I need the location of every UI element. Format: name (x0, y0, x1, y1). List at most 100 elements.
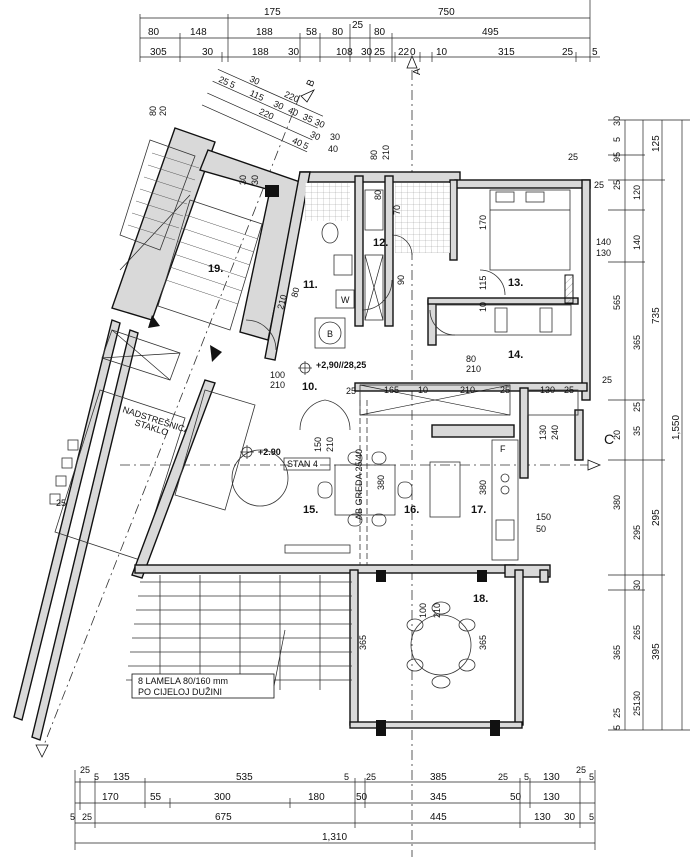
dim-bottom-total: 1,310 (322, 832, 347, 843)
dim-diag: 30 (313, 117, 326, 130)
dim-inner: 210 (270, 380, 285, 390)
dim-bottom: 30 (564, 812, 576, 823)
room-17: 17. (471, 504, 486, 516)
dim-row4: 22 (398, 47, 410, 58)
axis-a-label: A (412, 68, 423, 75)
dim-right-outer: 1,550 (671, 415, 682, 440)
dim-row3: 188 (256, 27, 273, 38)
dim-inner: 90 (396, 275, 406, 285)
dim-inner: 365 (478, 635, 488, 650)
room-16: 16. (404, 504, 419, 516)
dim-misc: 25 (568, 152, 578, 162)
room-12: 12. (373, 237, 388, 249)
dim-top-2: 750 (438, 7, 455, 18)
inner-dimensions: 210 80 100 210 150 210 80 210 165 10 210… (270, 145, 611, 650)
dim-inner: 210 (325, 437, 335, 452)
dim-misc: 25 (602, 375, 612, 385)
dim-row4: 315 (498, 47, 515, 58)
dim-row3: 80 (332, 27, 344, 38)
elevation-label-2: +2.90 (258, 447, 281, 457)
dim-bottom: 25 (82, 812, 92, 822)
dim-misc: 25 (56, 498, 66, 508)
dim-inner: 170 (478, 215, 488, 230)
dim-bottom: 25 (80, 765, 90, 775)
dim-right-mid: 295 (651, 509, 662, 526)
dim-bottom: 130 (543, 772, 560, 783)
lamela-label-2: PO CIJELOJ DUŽINI (138, 687, 222, 697)
dim-inner: 25 (564, 385, 574, 395)
dim-right: 25 (612, 708, 622, 718)
dim-right-mid: 735 (651, 307, 662, 324)
room-labels: 10. 11. 12. 13. 14. 15. 16. 17. 18. +2,9… (131, 237, 523, 699)
dim-inner: 240 (550, 425, 560, 440)
apartment-walls (131, 171, 591, 736)
dim-inner: 115 (478, 276, 488, 290)
dim-bottom: 50 (510, 792, 522, 803)
dim-row4: 25 (562, 47, 574, 58)
dim-bottom: 345 (430, 792, 447, 803)
dim-bottom: 25 (366, 772, 376, 782)
dim-bottom: 170 (102, 792, 119, 803)
dim-right: 25 (612, 180, 622, 190)
dim-misc: 25 (346, 386, 356, 396)
dim-inner: 140 (596, 237, 611, 247)
dim-inner: 165 (384, 385, 399, 395)
dim-right: 130 (632, 691, 642, 706)
dim-diag: 40 (287, 105, 300, 118)
top-dimensions: 175 750 25 80 148 188 58 80 80 495 305 3… (139, 0, 600, 62)
dim-inner: 10 (418, 385, 428, 395)
dim-bottom: 5 (70, 812, 75, 822)
dim-right: 35 (632, 426, 642, 436)
dim-diag: 30 (272, 99, 285, 112)
dim-inner: 210 (275, 293, 289, 310)
axis-b-label: B (305, 78, 318, 89)
misc-dimensions: 80 20 30 30 25 25 25 25 25 (56, 106, 612, 508)
dim-bottom: 5 (589, 812, 594, 822)
dim-right: 295 (632, 525, 642, 540)
dim-diag: 30 (248, 74, 261, 87)
dim-bottom: 130 (543, 792, 560, 803)
dim-row4: 305 (150, 47, 167, 58)
dim-diag: 5 (228, 79, 237, 90)
dim-right: 30 (632, 580, 642, 590)
dim-diag: 40 (291, 135, 304, 148)
dim-right: 365 (612, 645, 622, 660)
dim-bottom: 50 (356, 792, 368, 803)
dim-inner: 150 (536, 512, 551, 522)
diagonal-structure: NADSTREŠNICA - STAKLO 19. (13, 127, 301, 741)
ab-greda-label: AB GREDA 25/40 (354, 449, 364, 520)
dim-row3: 58 (306, 27, 318, 38)
dim-bottom: 300 (214, 792, 231, 803)
dim-top-3: 25 (352, 20, 364, 31)
dim-right: 95 (612, 152, 622, 162)
dim-row4: 0 (410, 47, 416, 58)
room-13: 13. (508, 277, 523, 289)
axis-c-label: C (604, 431, 614, 447)
dim-row4: 108 (336, 47, 353, 58)
dim-right: 380 (612, 495, 622, 510)
svg-text:30: 30 (238, 175, 248, 185)
dim-inner: 80 (466, 354, 476, 364)
dim-row3: 80 (148, 27, 160, 38)
dim-inner: 80 (373, 190, 383, 200)
dim-diag: 35 (301, 112, 314, 125)
dim-inner: 210 (432, 603, 442, 618)
dim-inner: 210 (466, 364, 481, 374)
dim-bottom: 675 (215, 812, 232, 823)
dim-misc: 25 (594, 180, 604, 190)
dim-right: 20 (612, 430, 622, 440)
dim-right: 120 (632, 185, 642, 200)
dim-inner: 70 (392, 205, 402, 215)
dim-right: 25 (632, 706, 642, 716)
dim-right: 265 (632, 625, 642, 640)
dim-inner: 100 (418, 603, 428, 618)
dim-inner: 80 (289, 286, 301, 298)
furniture: W B F (126, 183, 579, 690)
dim-bottom: 55 (150, 792, 162, 803)
dim-row4: 5 (592, 47, 598, 58)
dim-right: 25 (632, 402, 642, 412)
dim-inner: 380 (376, 475, 386, 490)
dim-bottom: 135 (113, 772, 130, 783)
lamela-label-1: 8 LAMELA 80/160 mm (138, 676, 228, 686)
dim-inner: 210 (381, 145, 391, 160)
